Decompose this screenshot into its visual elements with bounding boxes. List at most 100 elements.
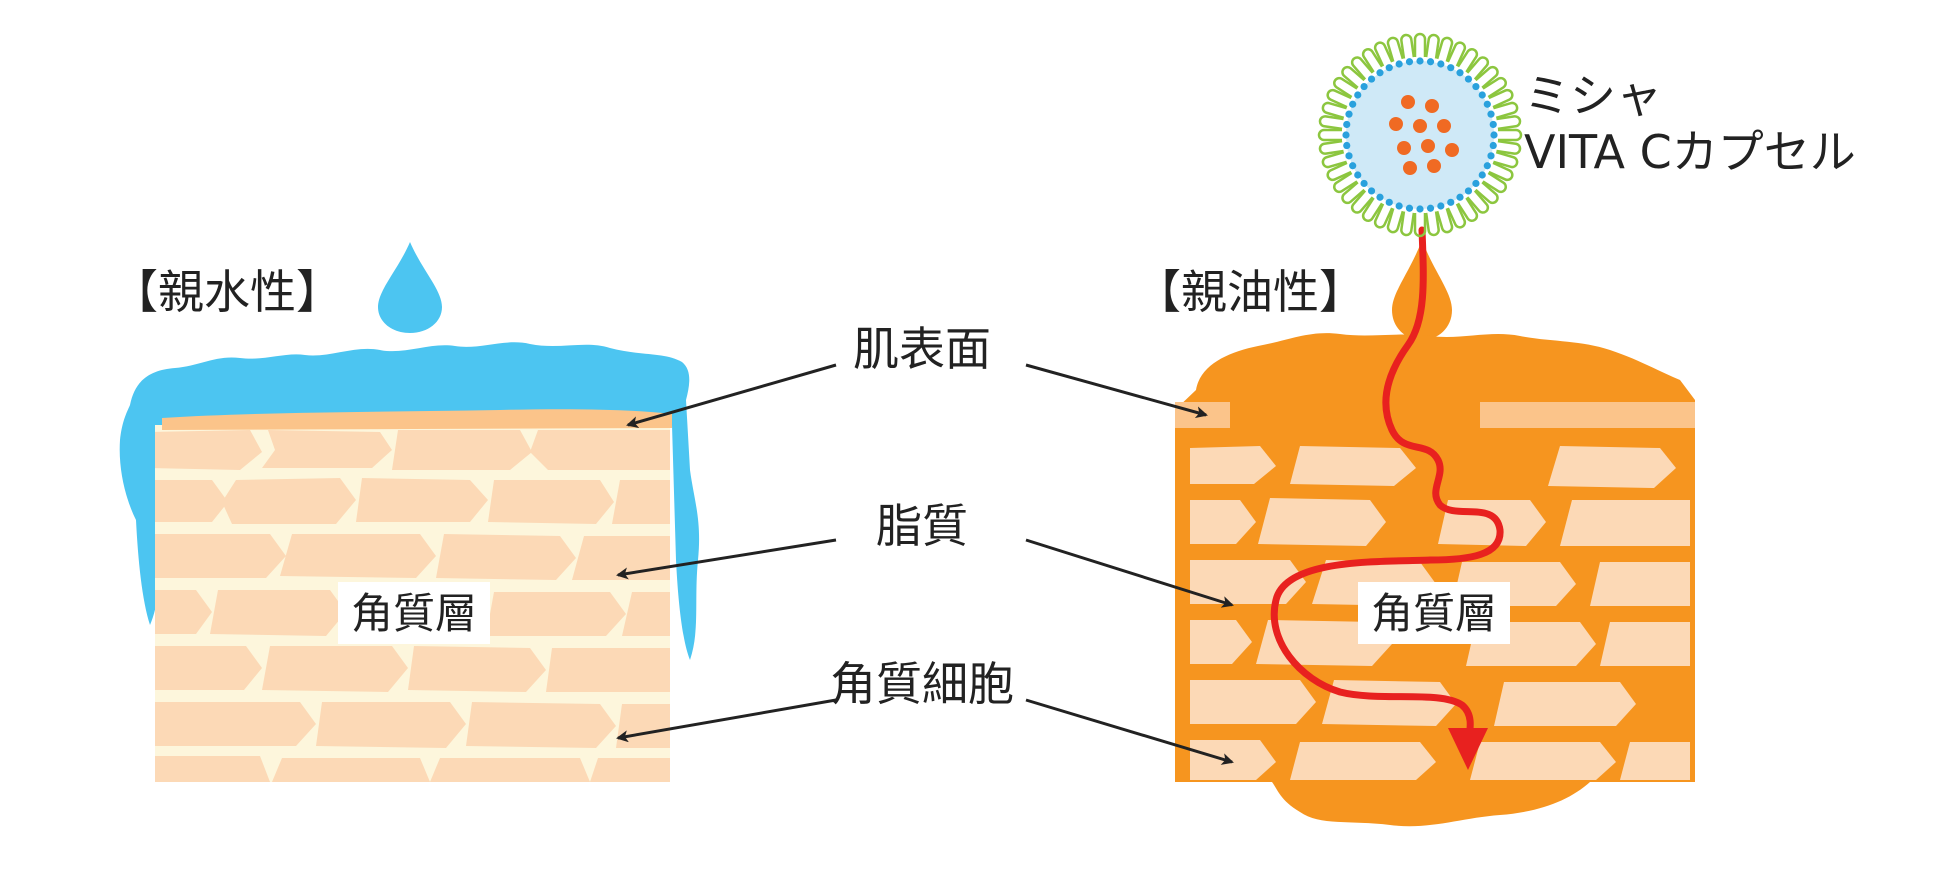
membrane-dot	[1487, 152, 1495, 160]
vita-c-capsule: ミシャ VITA Cカプセル	[1317, 32, 1856, 238]
lipid-tail	[1341, 65, 1366, 89]
membrane-dot	[1464, 187, 1473, 195]
lipid-tail	[1488, 161, 1514, 182]
capsule-boundary-dots	[1342, 57, 1498, 213]
membrane-dot	[1426, 204, 1435, 212]
lipid-tail	[1361, 48, 1384, 73]
lipid-tail	[1373, 41, 1394, 67]
lipid-tail	[1386, 36, 1405, 62]
lipid-tail	[1466, 56, 1490, 81]
penetration-arrow	[1270, 226, 1504, 749]
membrane-dot	[1426, 58, 1435, 66]
lipid-tail	[1424, 211, 1440, 237]
lipid-tail	[1373, 203, 1394, 229]
lipid-tail	[1350, 56, 1374, 81]
membrane-dot	[1447, 198, 1455, 206]
lipid-tail	[1474, 181, 1499, 205]
membrane-dot	[1360, 179, 1368, 188]
membrane-dot	[1354, 91, 1362, 99]
membrane-dot	[1345, 110, 1353, 118]
lipid-tail	[1413, 213, 1427, 238]
lipid-tail	[1446, 41, 1467, 67]
membrane-dot	[1395, 202, 1403, 210]
membrane-dot	[1483, 100, 1491, 108]
membrane-dot	[1405, 204, 1414, 212]
membrane-dot	[1349, 162, 1357, 170]
membrane-dot	[1437, 60, 1445, 68]
stratum-corneum-label: 角質層	[351, 589, 477, 638]
skin-surface-strip	[162, 409, 672, 430]
membrane-dot	[1360, 82, 1368, 91]
lipid-tail	[1493, 150, 1519, 169]
membrane-dot	[1483, 162, 1491, 170]
skin-surface-fragment-right	[1480, 402, 1695, 428]
membrane-dot	[1478, 171, 1486, 179]
lipid-tail	[1424, 33, 1440, 59]
lipid-tail	[1413, 32, 1427, 57]
membrane-dot	[1489, 141, 1497, 150]
capsule-label-line1: ミシャ	[1524, 69, 1662, 123]
lipid-tail	[1333, 171, 1358, 194]
membrane-dot	[1456, 69, 1464, 77]
vitamin-c-particles	[1389, 95, 1459, 175]
lipid-tail	[1350, 189, 1374, 214]
lipid-tail	[1456, 48, 1479, 73]
lipid-tail	[1435, 208, 1454, 234]
membrane-dot	[1376, 193, 1384, 201]
lipid-tail	[1446, 203, 1467, 229]
lipid-tail	[1321, 150, 1347, 169]
lipid-arrow-right	[1025, 538, 1234, 608]
membrane-dot	[1487, 110, 1495, 118]
corneocyte-arrow-left	[616, 698, 837, 743]
lipid-tail	[1333, 76, 1358, 99]
lipid-tail	[1317, 128, 1342, 142]
lipid-tail	[1361, 197, 1384, 222]
lipid-tail	[1318, 115, 1344, 131]
membrane-dot	[1385, 64, 1393, 72]
membrane-dot	[1416, 57, 1424, 65]
membrane-dot	[1489, 120, 1497, 129]
lipid-tail	[1400, 33, 1416, 59]
water-drop-icon	[378, 242, 442, 333]
lipid-tail	[1386, 208, 1405, 234]
skin-surface-label: 肌表面	[853, 322, 991, 376]
lipid-tail	[1493, 101, 1519, 120]
layer-label-bg-oil	[1358, 582, 1510, 644]
stratum-corneum-label-oil: 角質層	[1371, 589, 1497, 638]
lipid-tail	[1326, 88, 1352, 109]
membrane-dot	[1354, 171, 1362, 179]
lipophilic-title: 【親油性】	[1135, 265, 1365, 319]
layer-label-bg	[338, 582, 490, 644]
lipid-membrane	[1317, 32, 1523, 238]
lipid-tail	[1456, 197, 1479, 222]
lipid-tail	[1496, 139, 1522, 155]
membrane-dot	[1343, 120, 1351, 129]
lipid-tail	[1474, 65, 1499, 89]
lipid-tail	[1498, 128, 1523, 142]
membrane-dot	[1437, 202, 1445, 210]
capsule-label-line2: VITA Cカプセル	[1524, 125, 1856, 179]
membrane-dot	[1367, 187, 1376, 195]
membrane-dot	[1349, 100, 1357, 108]
corneocyte-label: 角質細胞	[830, 657, 1014, 711]
membrane-dot	[1490, 131, 1498, 139]
membrane-dot	[1478, 91, 1486, 99]
lipid-tail	[1482, 171, 1507, 194]
lipid-tail	[1496, 115, 1522, 131]
membrane-dot	[1472, 179, 1480, 188]
capsule-core	[1346, 61, 1494, 209]
membrane-dot	[1447, 64, 1455, 72]
membrane-dot	[1416, 205, 1424, 213]
corneocyte-arrow-right	[1025, 698, 1234, 765]
lipid-label: 脂質	[876, 499, 968, 553]
callouts: 肌表面 脂質 角質細胞	[616, 322, 1234, 765]
lipid-tail	[1488, 88, 1514, 109]
lipid-tail	[1326, 161, 1352, 182]
skin-surface-arrow-left	[626, 363, 837, 428]
corneocyte-cells	[155, 430, 670, 782]
penetration-arrowhead	[1448, 728, 1488, 770]
lipid-arrow-left	[616, 538, 837, 580]
membrane-dot	[1343, 141, 1351, 150]
membrane-dot	[1464, 75, 1473, 83]
